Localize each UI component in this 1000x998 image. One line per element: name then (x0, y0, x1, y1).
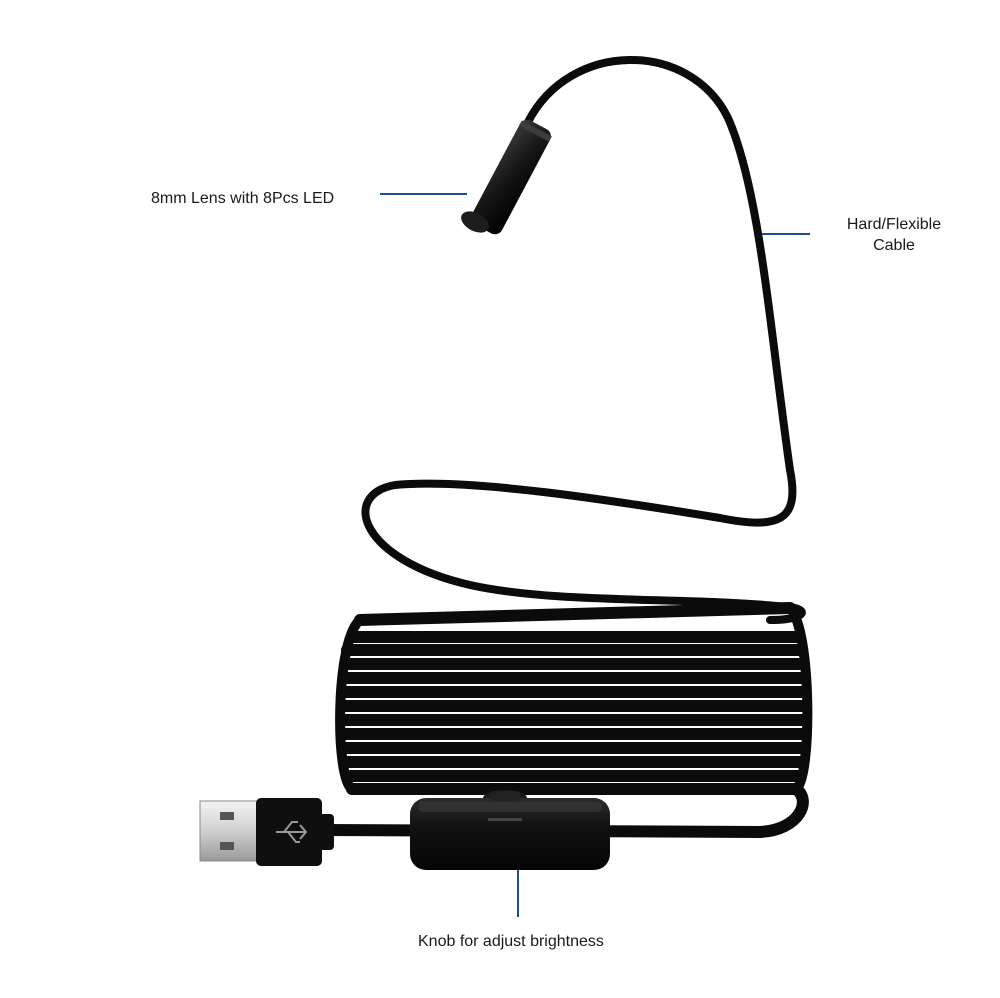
flexible-cable (361, 56, 806, 624)
brightness-knob-icon[interactable] (490, 791, 520, 801)
brightness-control-box (410, 790, 610, 870)
cable-annotation-line2: Cable (873, 237, 915, 254)
cable-annotation-line1: Hard/Flexible (846, 216, 942, 233)
lens-annotation: 8mm Lens with 8Pcs LED (151, 190, 335, 207)
usb-trident-icon (276, 821, 308, 843)
knob-annotation: Knob for adjust brightness (418, 933, 604, 950)
camera-head (461, 119, 552, 235)
usb-plug-icon (199, 798, 334, 866)
cable-to-usb (314, 783, 809, 839)
cable-coil (335, 602, 813, 795)
cable-annotation: Hard/Flexible Cable (826, 214, 962, 256)
